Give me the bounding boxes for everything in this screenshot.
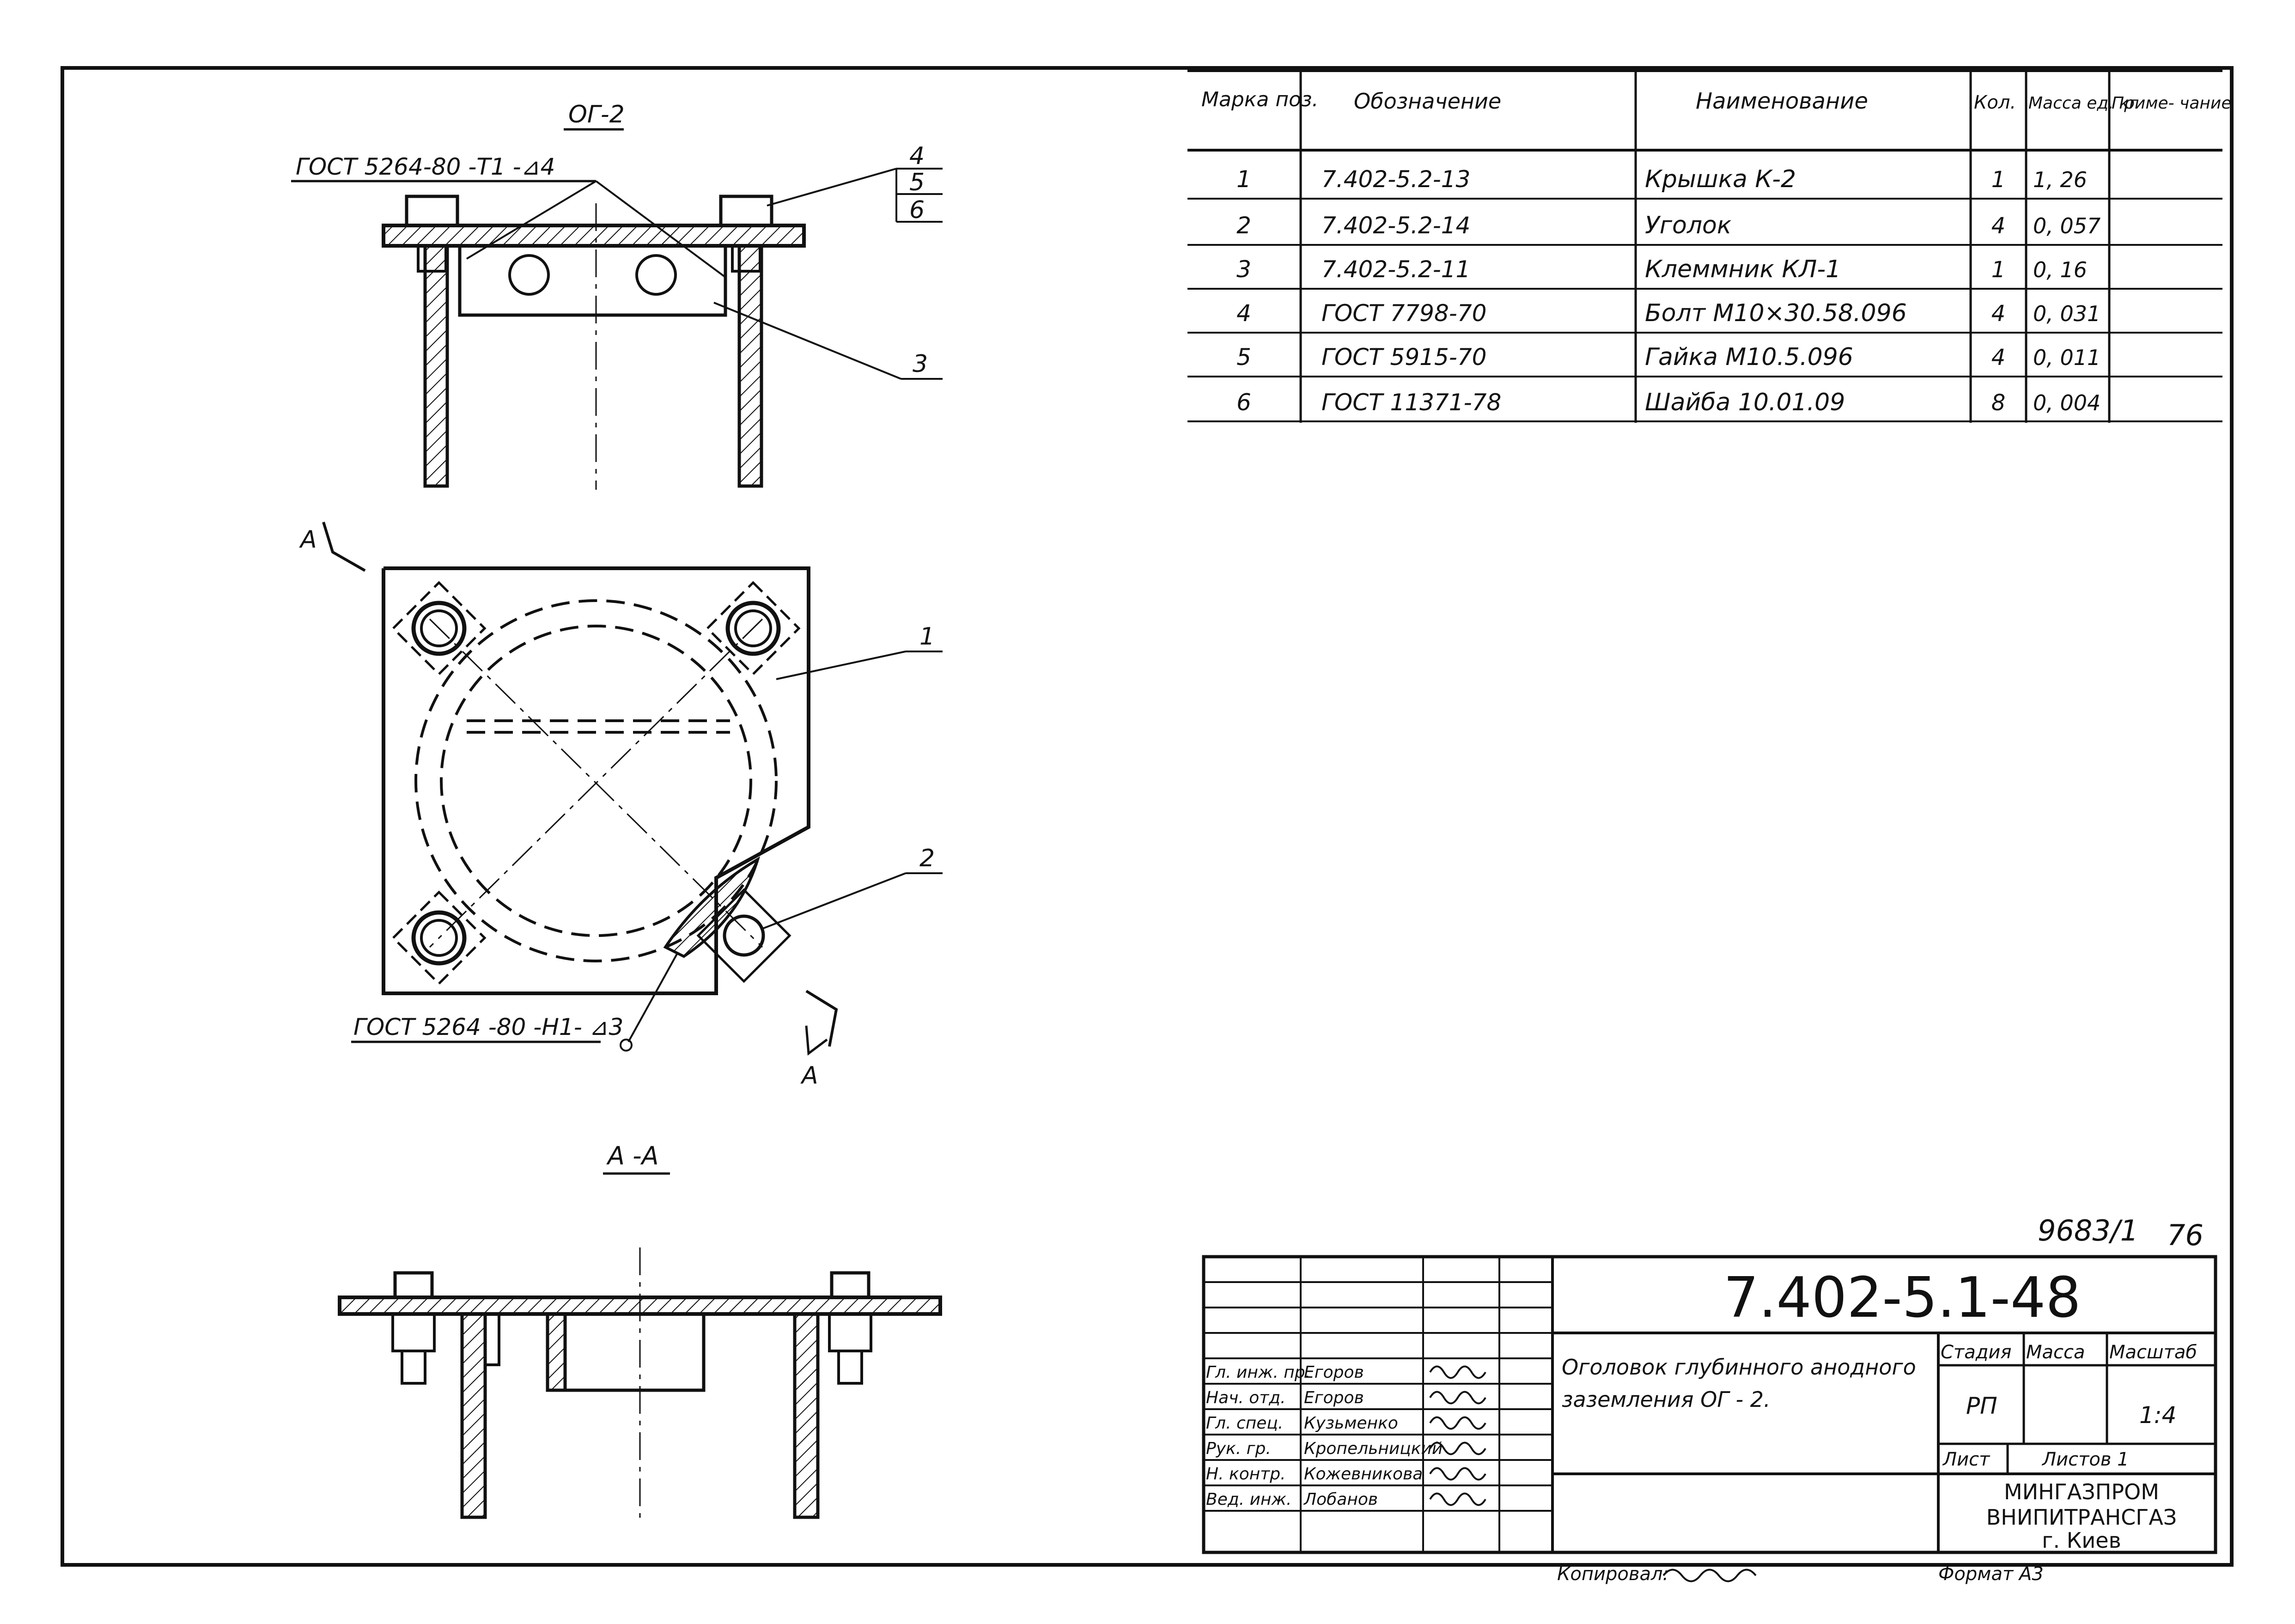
signatory-role: Нач. отд. xyxy=(1206,1388,1286,1407)
stage-label: Стадия xyxy=(1941,1342,2011,1363)
spec-rows: 1 7.402-5.2-13 Крышка К-2 1 1, 26 2 7.402-5.2-… xyxy=(1236,165,2100,416)
cell-mass: 1, 26 xyxy=(2033,167,2087,192)
cut-letter-left: А xyxy=(299,526,317,553)
cell-name: Уголок xyxy=(1645,212,1732,239)
format-label: Формат А3 xyxy=(1938,1563,2044,1585)
copied-signature xyxy=(1662,1569,1757,1582)
signature xyxy=(1429,1467,1486,1481)
cell-mass: 0, 031 xyxy=(2033,301,2100,326)
cell-pos: 6 xyxy=(1236,389,1251,416)
signature xyxy=(1429,1492,1486,1506)
cell-name: Гайка М10.5.096 xyxy=(1645,343,1853,371)
scale-label: Масштаб xyxy=(2109,1342,2197,1363)
cell-pos: 3 xyxy=(1236,256,1251,283)
cell-name: Болт М10×30.58.096 xyxy=(1645,299,1907,327)
cell-name: Клеммник КЛ-1 xyxy=(1645,255,1841,283)
col-header-designation: Обозначение xyxy=(1354,89,1501,114)
cell-name: Крышка К-2 xyxy=(1645,165,1796,193)
view-plan: А 1 xyxy=(299,522,943,1089)
signatory-name: Кропельницкий xyxy=(1304,1439,1443,1458)
signatory-name: Кожевникова xyxy=(1304,1465,1423,1484)
stage-value: РП xyxy=(1966,1393,1997,1419)
col-header-note: Приме- чание xyxy=(2112,94,2231,113)
col-header-qty: Кол. xyxy=(1974,92,2016,113)
callout-3: 3 xyxy=(913,350,928,378)
cell-qty: 4 xyxy=(1991,213,2006,239)
cell-designation: ГОСТ 7798-70 xyxy=(1321,300,1486,327)
view-section: А -А xyxy=(338,1141,942,1525)
inventory-number: 9683/1 xyxy=(2038,1214,2138,1247)
signature xyxy=(1429,1442,1486,1455)
cell-pos: 2 xyxy=(1236,212,1251,239)
signatory-name: Лобанов xyxy=(1303,1490,1378,1509)
signatory-name: Кузьменко xyxy=(1304,1414,1398,1433)
scale-value: 1:4 xyxy=(2139,1402,2176,1429)
doc-code: 7.402-5.1-48 xyxy=(1723,1266,2081,1330)
callout-4: 4 xyxy=(909,142,925,170)
cell-designation: 7.402-5.2-14 xyxy=(1321,212,1470,239)
cell-pos: 5 xyxy=(1236,344,1251,371)
cell-designation: 7.402-5.2-11 xyxy=(1321,256,1470,283)
spec-table: Марка поз. Обозначение Наименование Кол.… xyxy=(1187,69,2231,423)
cell-qty: 1 xyxy=(1991,257,2006,283)
cell-mass: 0, 004 xyxy=(2033,390,2100,415)
org-line3: г. Киев xyxy=(2042,1528,2121,1553)
signature xyxy=(1429,1391,1486,1405)
signatory-role: Гл. спец. xyxy=(1206,1414,1283,1433)
col-header-name: Наименование xyxy=(1696,88,1868,114)
callout-1: 1 xyxy=(919,623,935,651)
col-header-mass: Масса ед. кг xyxy=(2028,94,2138,113)
view-og2-label: ОГ-2 xyxy=(568,101,625,128)
cell-qty: 4 xyxy=(1991,345,2006,371)
doc-title-line1: Оголовок глубинного анодного xyxy=(1562,1355,1916,1380)
page-number: 76 xyxy=(2167,1218,2204,1252)
org-line2: ВНИПИТРАНСГАЗ xyxy=(1986,1505,2177,1530)
signatory-role: Н. контр. xyxy=(1206,1465,1286,1484)
cell-mass: 0, 011 xyxy=(2033,345,2100,370)
spec-header: Марка поз. Обозначение Наименование Кол.… xyxy=(1201,88,2231,114)
cell-designation: ГОСТ 11371-78 xyxy=(1321,389,1501,416)
col-header-pos: Марка поз. xyxy=(1201,88,1318,111)
cell-name: Шайба 10.01.09 xyxy=(1645,389,1845,416)
view-og2: ОГ-2 ГОСТ 5264-80 -Т1 -⊿4 4 5 xyxy=(291,101,943,490)
callout-5: 5 xyxy=(909,169,925,196)
cell-qty: 8 xyxy=(1991,390,2006,416)
signatory-role: Вед. инж. xyxy=(1206,1490,1291,1509)
section-label: А -А xyxy=(606,1141,659,1170)
doc-title-line2: заземления ОГ - 2. xyxy=(1562,1387,1771,1412)
org-line1: МИНГАЗПРОМ xyxy=(2004,1479,2159,1504)
weld-label-top: ГОСТ 5264-80 -Т1 -⊿4 xyxy=(296,153,555,180)
signatory-name: Егоров xyxy=(1304,1363,1364,1382)
callout-6: 6 xyxy=(909,196,925,224)
cut-letter-right: А xyxy=(800,1062,818,1089)
cell-designation: ГОСТ 5915-70 xyxy=(1321,344,1486,371)
sheet-frame xyxy=(61,66,2234,1567)
signatory-name: Егоров xyxy=(1304,1388,1364,1407)
cell-pos: 1 xyxy=(1236,166,1251,193)
sheet-label: Лист xyxy=(1942,1449,1991,1470)
cell-designation: 7.402-5.2-13 xyxy=(1321,166,1470,193)
cell-mass: 0, 057 xyxy=(2033,213,2100,238)
sheets-label: Листов 1 xyxy=(2041,1449,2129,1470)
mass-label: Масса xyxy=(2026,1342,2085,1363)
callout-2: 2 xyxy=(919,845,935,872)
signature xyxy=(1429,1416,1486,1430)
weld-label-bottom: ГОСТ 5264 -80 -Н1- ⊿3 xyxy=(353,1014,623,1040)
copied-label: Копировал: xyxy=(1557,1563,1669,1585)
signature xyxy=(1429,1365,1486,1379)
signatory-role: Гл. инж. пр. xyxy=(1206,1363,1310,1382)
cell-qty: 4 xyxy=(1991,301,2006,327)
signatory-role: Рук. гр. xyxy=(1206,1439,1271,1458)
cell-mass: 0, 16 xyxy=(2033,257,2087,282)
cell-pos: 4 xyxy=(1236,300,1251,327)
cell-qty: 1 xyxy=(1991,167,2006,193)
